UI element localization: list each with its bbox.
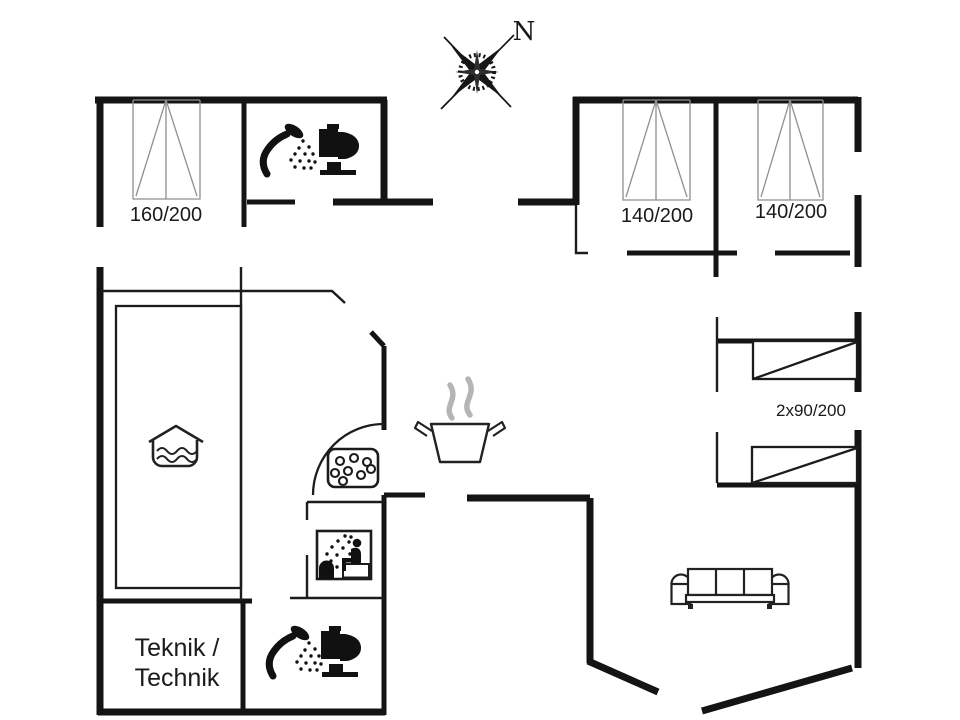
bed-140-left-icon [622,99,691,201]
technical-room-label-line1: Teknik / [135,634,220,662]
bed-140-left-label: 140/200 [621,205,693,227]
whirlpool-icon [326,447,380,489]
pool-basin [114,304,243,590]
indoor-pool-icon [148,424,204,468]
walls-interior [98,97,858,715]
bunk-bed-bottom-icon [750,445,859,485]
bed-140-right-label: 140/200 [755,201,827,223]
compass-north-label: N [513,17,536,47]
cooking-pot-icon [413,376,507,464]
bed-160-icon [132,99,201,200]
bunk-bed-top-icon [751,339,859,381]
toilet-icon-bottom [321,626,361,677]
technical-room-label-line2: Technik [135,664,220,692]
sauna-icon [315,529,373,581]
sofa-icon [670,567,790,609]
door-arc-icon [311,422,385,496]
shower-icon-top [263,121,316,174]
bunk-bed-label: 2x90/200 [776,401,846,420]
bed-160-label: 160/200 [130,204,202,226]
walls-thin-partitions [100,205,719,601]
toilet-icon-top [319,124,359,175]
compass-rose-icon [440,34,515,110]
bed-140-right-icon [757,99,824,201]
walls-outer [95,96,862,716]
shower-icon-bottom [269,623,322,676]
